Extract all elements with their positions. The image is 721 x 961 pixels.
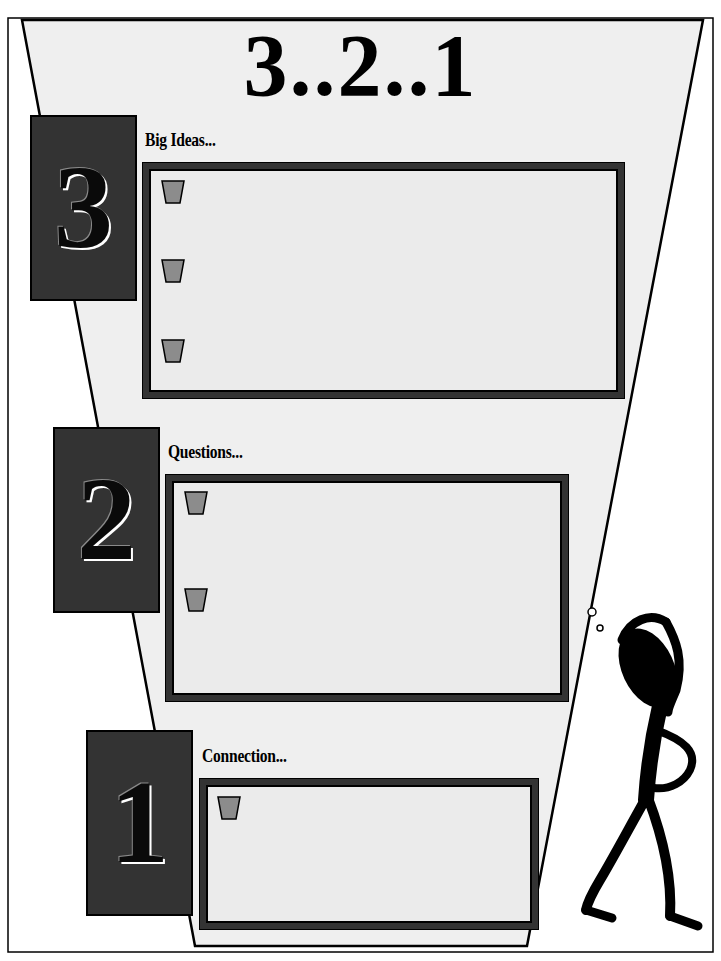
number-box: 3 [30,115,137,301]
figure-leg [586,798,646,910]
step-number: 3 [54,149,113,267]
figure-arm [622,618,666,640]
page-frame [8,18,713,952]
figure-foot [586,910,612,918]
section-heading: Questions... [168,441,243,463]
thought-dot [597,625,603,631]
funnel-shape [22,20,703,946]
writing-box: Big Ideas... [143,163,624,398]
figure-arm [654,730,692,788]
number-box: 1 [86,730,193,916]
worksheet-title: 3..2..1 [0,22,721,110]
figure-body [646,706,660,800]
figure-head [607,619,690,717]
step-number: 1 [110,764,169,882]
thought-dot [588,608,596,616]
figure-leg [648,798,670,916]
figure-arm [666,622,679,712]
section-heading: Connection... [202,745,287,767]
writing-box: Questions... [166,475,568,701]
thinking-figure [586,608,698,926]
number-box: 2 [53,427,160,613]
writing-box: Connection... [200,779,538,929]
step-number: 2 [77,461,136,579]
section-heading: Big Ideas... [145,129,216,151]
figure-foot [670,916,698,926]
